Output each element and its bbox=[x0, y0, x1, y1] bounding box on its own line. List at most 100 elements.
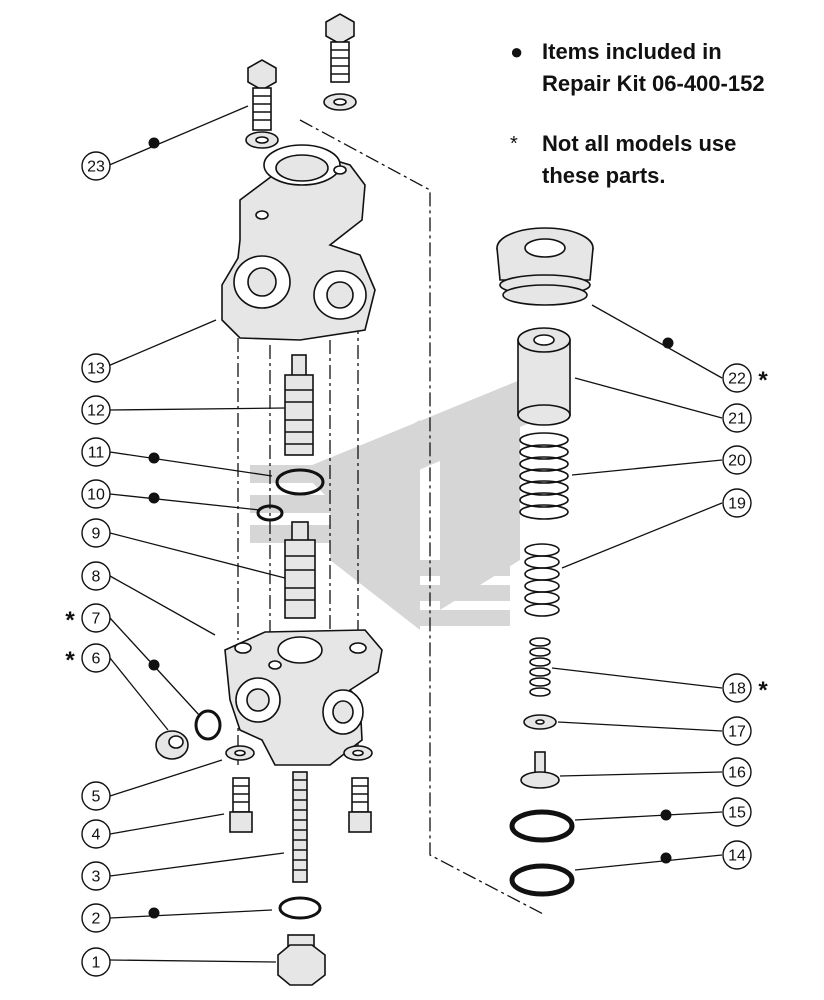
bolt-left-top bbox=[245, 59, 279, 149]
legend-optional-line2: these parts. bbox=[542, 163, 666, 188]
callout-circle bbox=[81, 395, 111, 425]
optional-asterisk: * bbox=[758, 367, 768, 394]
legend-kit-line1: Items included in bbox=[542, 39, 722, 64]
callout-19: 19 bbox=[722, 488, 752, 518]
callout-circle bbox=[81, 603, 111, 633]
callout-number: 16 bbox=[728, 765, 746, 782]
callout-number: 9 bbox=[92, 526, 101, 543]
callout-circle bbox=[722, 797, 752, 827]
callout-4: 4 bbox=[81, 819, 111, 849]
callout-number: 17 bbox=[728, 724, 746, 741]
optional-asterisk: * bbox=[65, 607, 75, 634]
callout-number: 19 bbox=[728, 496, 746, 513]
callout-circle bbox=[722, 840, 752, 870]
callout-8: 8 bbox=[81, 561, 111, 591]
callout-12: 12 bbox=[81, 395, 111, 425]
watermark-logo bbox=[250, 380, 560, 630]
callout-18: 18* bbox=[722, 673, 768, 704]
callout-circle bbox=[81, 437, 111, 467]
callout-circle bbox=[81, 781, 111, 811]
callout-circle bbox=[722, 363, 752, 393]
callout-number: 4 bbox=[92, 827, 101, 844]
callout-number: 5 bbox=[92, 789, 101, 806]
legend-kit-line2: Repair Kit 06-400-152 bbox=[542, 71, 765, 96]
callout-number: 15 bbox=[728, 805, 746, 822]
ring-upper bbox=[509, 809, 575, 843]
callout-number: 14 bbox=[728, 848, 746, 865]
callout-number: 11 bbox=[88, 445, 105, 462]
callout-7: 7* bbox=[65, 603, 111, 634]
callout-circle bbox=[81, 479, 111, 509]
callout-5: 5 bbox=[81, 781, 111, 811]
callout-circle bbox=[81, 353, 111, 383]
asterisk-symbol: * bbox=[510, 133, 518, 155]
cap-screws bbox=[229, 777, 372, 833]
spring-small bbox=[529, 637, 551, 697]
callout-number: 7 bbox=[92, 611, 101, 628]
spring-seat bbox=[520, 751, 560, 789]
callout-circle bbox=[722, 403, 752, 433]
ring-lower bbox=[509, 863, 575, 897]
callout-22: 22 * bbox=[722, 363, 768, 394]
callout-9: 9 bbox=[81, 518, 111, 548]
small-washer bbox=[523, 714, 557, 730]
callout-circle bbox=[81, 819, 111, 849]
callout-number: 22 bbox=[728, 371, 746, 388]
callout-circle bbox=[722, 757, 752, 787]
callout-23: 23 bbox=[81, 151, 111, 181]
lower-washers bbox=[225, 745, 373, 761]
o-ring-plug bbox=[194, 709, 222, 741]
callout-number: 21 bbox=[728, 411, 746, 428]
callout-circle bbox=[81, 561, 111, 591]
threaded-rod bbox=[292, 771, 308, 883]
upper-valve-body bbox=[221, 144, 376, 341]
bottom-nut bbox=[277, 934, 326, 986]
optional-asterisk: * bbox=[758, 677, 768, 704]
callout-15: 15 bbox=[722, 797, 752, 827]
callout-11: 11 bbox=[81, 437, 111, 467]
plug bbox=[155, 730, 189, 760]
callout-circle bbox=[722, 445, 752, 475]
callout-17: 17 bbox=[722, 716, 752, 746]
optional-asterisk: * bbox=[65, 647, 75, 674]
callout-number: 10 bbox=[87, 487, 105, 504]
legend-optional-line1: Not all models use bbox=[542, 131, 737, 156]
callout-circle bbox=[81, 947, 111, 977]
assembly-lines bbox=[237, 119, 546, 916]
callout-number: 1 bbox=[92, 955, 101, 972]
callout-number: 23 bbox=[87, 159, 105, 176]
lower-valve-body bbox=[224, 629, 383, 766]
callout-number: 12 bbox=[87, 403, 105, 420]
callout-circle bbox=[81, 903, 111, 933]
bullet-symbol: ● bbox=[510, 39, 524, 64]
spring-medium bbox=[524, 543, 560, 617]
upper-piston bbox=[284, 354, 314, 456]
callout-number: 20 bbox=[728, 453, 746, 470]
callout-circle bbox=[81, 151, 111, 181]
top-cap bbox=[496, 227, 594, 306]
spring-sleeve bbox=[517, 327, 571, 426]
callout-number: 3 bbox=[92, 869, 101, 886]
callout-20: 20 bbox=[722, 445, 752, 475]
callout-3: 3 bbox=[81, 861, 111, 891]
callout-circle bbox=[81, 643, 111, 673]
callout-circle bbox=[81, 861, 111, 891]
callout-circle bbox=[81, 518, 111, 548]
callout-number: 6 bbox=[92, 651, 101, 668]
spring-large bbox=[519, 432, 569, 520]
callout-14: 14 bbox=[722, 840, 752, 870]
callout-13: 13 bbox=[81, 353, 111, 383]
callout-number: 2 bbox=[92, 911, 101, 928]
lower-piston bbox=[284, 521, 316, 619]
callout-circle bbox=[722, 716, 752, 746]
callout-6: 6* bbox=[65, 643, 111, 674]
callout-number: 13 bbox=[87, 361, 105, 378]
callout-circle bbox=[722, 673, 752, 703]
kit-dots bbox=[148, 137, 674, 919]
callout-1: 1 bbox=[81, 947, 111, 977]
callout-16: 16 bbox=[722, 757, 752, 787]
callout-2: 2 bbox=[81, 903, 111, 933]
o-ring-bottom bbox=[278, 896, 322, 920]
bolt-right-top bbox=[323, 13, 357, 111]
